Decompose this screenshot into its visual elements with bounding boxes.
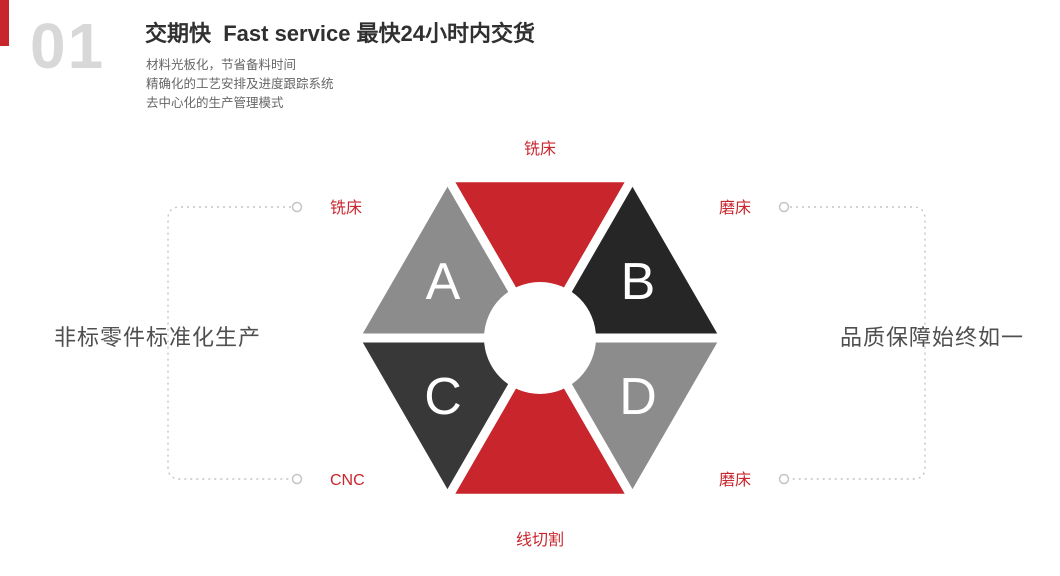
- callout-left-bottom: CNC: [330, 472, 365, 489]
- connector-endpoint-circle: [778, 473, 790, 485]
- callout-right-top: 磨床: [719, 199, 751, 217]
- bullet-line: 精确化的工艺安排及进度跟踪系统: [146, 77, 334, 91]
- side-text-left: 非标零件标准化生产: [54, 325, 262, 350]
- side-text-right: 品质保障始终如一: [840, 325, 1025, 350]
- bullet-list: 材料光板化，节省备料时间 精确化的工艺安排及进度跟踪系统 去中心化的生产管理模式: [146, 56, 334, 113]
- callout-top: 铣床: [524, 140, 556, 158]
- accent-bar: [0, 0, 9, 46]
- connector-endpoint-circle: [291, 201, 303, 213]
- connector-endpoint-circle: [291, 473, 303, 485]
- segment-letter-d: D: [619, 368, 657, 426]
- callout-bottom: 线切割: [516, 531, 564, 549]
- bullet-line: 去中心化的生产管理模式: [146, 96, 284, 110]
- callout-left-top: 铣床: [330, 199, 362, 217]
- dotted-connector-left: [167, 206, 297, 480]
- bullet-line: 材料光板化，节省备料时间: [146, 58, 297, 72]
- section-title: 交期快 Fast service 最快24小时内交货: [145, 21, 536, 46]
- segment-letter-b: B: [621, 253, 656, 311]
- segment-bottom: [443, 333, 637, 503]
- center-circle: [484, 282, 596, 394]
- dotted-connector-right: [784, 206, 926, 480]
- segment-letter-c: C: [424, 368, 462, 426]
- connector-endpoint-circle: [778, 201, 790, 213]
- callout-right-bottom: 磨床: [719, 471, 751, 489]
- section-number: 01: [30, 10, 106, 82]
- segment-letter-a: A: [426, 253, 461, 311]
